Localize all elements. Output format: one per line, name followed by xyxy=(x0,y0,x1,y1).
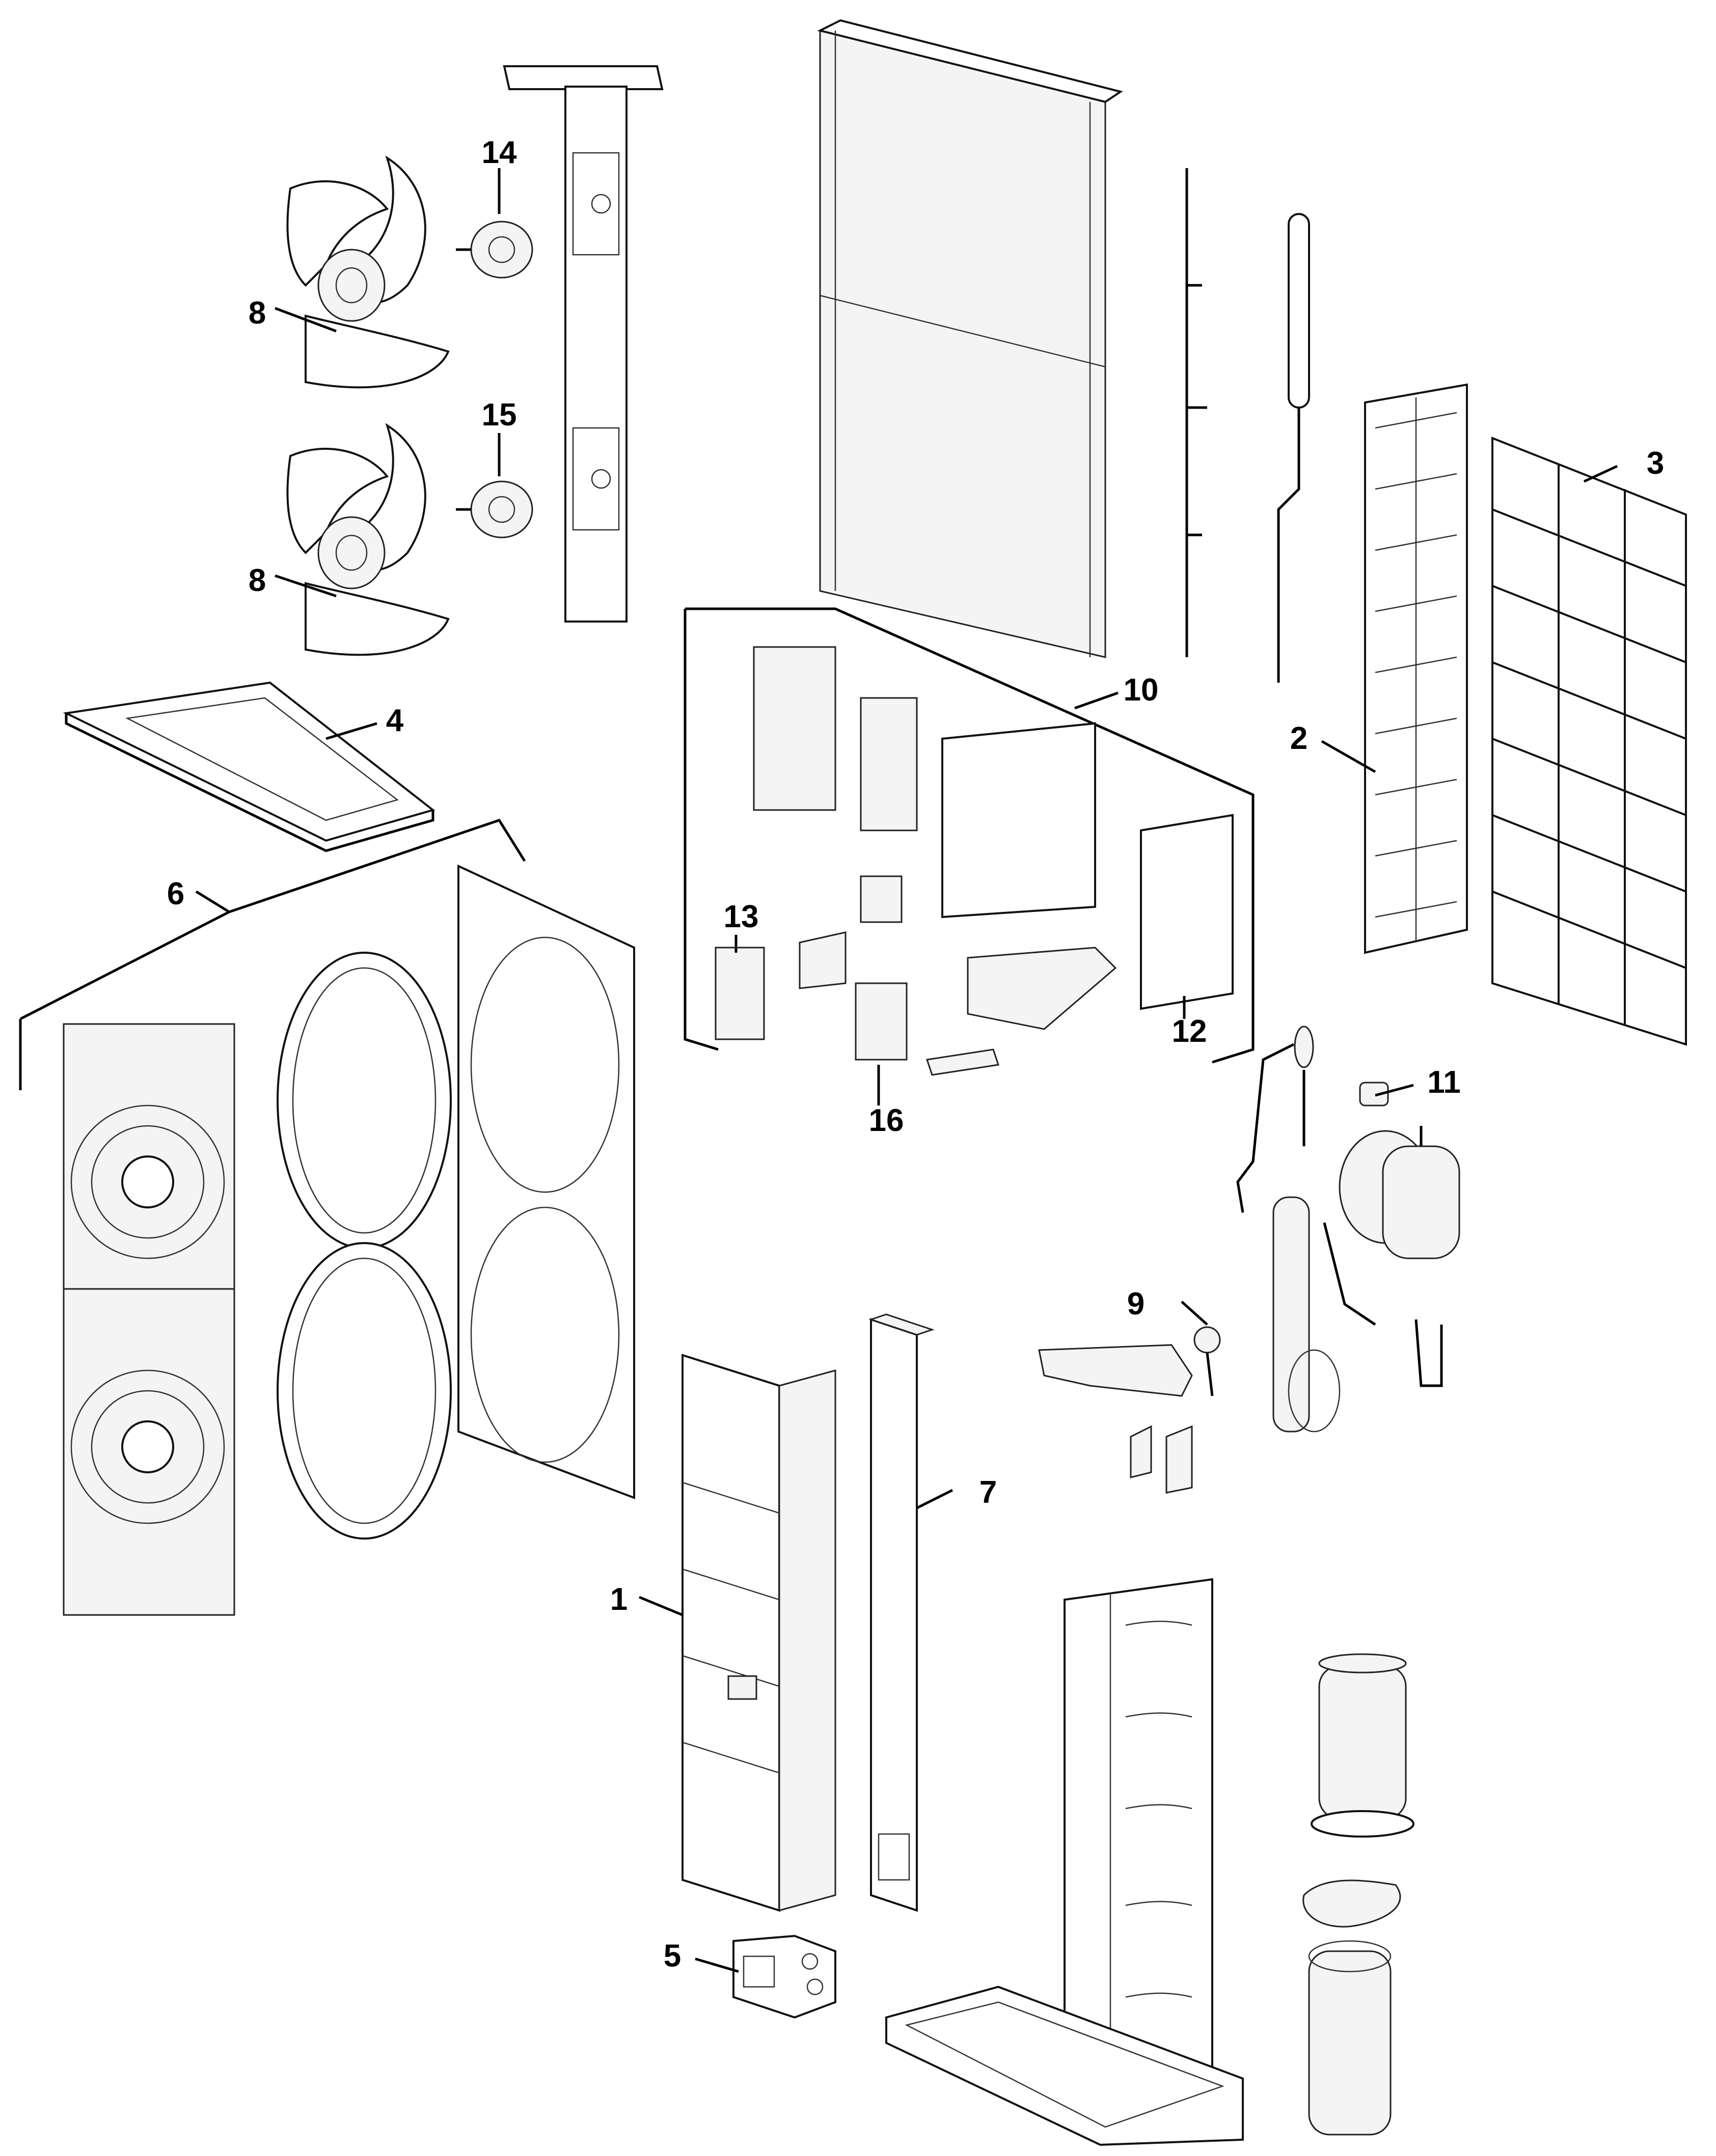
callout-6: 6 xyxy=(167,876,184,911)
accumulator xyxy=(1382,1126,1460,1259)
fan-blade-lower xyxy=(286,423,450,656)
front-grille-lower xyxy=(63,1288,235,1616)
callout-10: 10 xyxy=(1124,672,1159,708)
callout-3: 3 xyxy=(1647,446,1664,481)
compressor-jacket xyxy=(1308,1940,1392,2136)
fan-blade-upper xyxy=(286,155,450,389)
wire-guard xyxy=(1491,437,1687,1046)
fan-motor-upper xyxy=(456,221,533,279)
callout-8-upper: 8 xyxy=(249,295,266,331)
compressor-cover-plate xyxy=(1302,1879,1401,1928)
motor-support-bracket xyxy=(503,65,664,623)
callout-2: 2 xyxy=(1290,721,1308,756)
base-pan xyxy=(885,1985,1244,2146)
solenoid-coil xyxy=(1359,1082,1389,1107)
heat-exchanger-coil xyxy=(817,19,1123,658)
top-panel xyxy=(63,681,435,852)
callout-11: 11 xyxy=(1427,1065,1461,1100)
bell-mouth-rings xyxy=(277,952,452,1540)
callout-5: 5 xyxy=(664,1938,681,1974)
control-box-group xyxy=(684,607,1255,1076)
service-valves xyxy=(1130,1425,1193,1494)
callout-14: 14 xyxy=(482,135,517,170)
compressor xyxy=(1311,1653,1414,1838)
valve-bracket xyxy=(1038,1326,1221,1397)
leader-lines xyxy=(19,168,1618,1973)
callout-9: 9 xyxy=(1127,1286,1145,1322)
callout-16: 16 xyxy=(869,1103,904,1138)
side-panel-right xyxy=(682,1354,836,1912)
callout-7: 7 xyxy=(979,1475,997,1510)
fan-motor-lower xyxy=(456,480,533,538)
callout-labels: 14 8 15 8 3 10 4 2 6 13 12 11 16 9 7 1 5 xyxy=(167,135,1664,1974)
callout-4: 4 xyxy=(386,703,404,738)
side-panel-louvered xyxy=(1364,383,1468,954)
callout-1: 1 xyxy=(610,1582,628,1617)
front-panel-frame xyxy=(457,864,635,1499)
callout-15: 15 xyxy=(482,397,517,433)
callout-13: 13 xyxy=(724,899,759,934)
callout-8-lower: 8 xyxy=(249,563,266,598)
corner-post xyxy=(868,1313,935,1912)
terminal-cover xyxy=(732,1934,836,2019)
distributor-tubes xyxy=(1185,168,1310,683)
callout-12: 12 xyxy=(1172,1014,1207,1049)
